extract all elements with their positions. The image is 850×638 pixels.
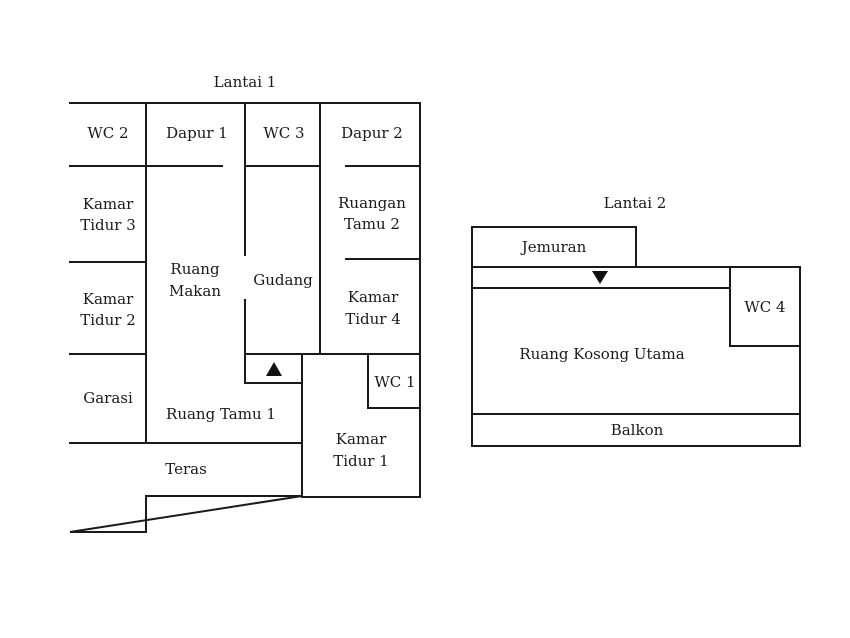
room-gudang: Gudang	[253, 271, 313, 289]
room-wc-2: WC 2	[87, 124, 128, 142]
floor-1-title: Lantai 1	[214, 73, 277, 91]
room-kamar-tidur-1-line2: Tidur 1	[333, 452, 389, 470]
room-kamar-tidur-2-line2: Tidur 2	[80, 311, 136, 329]
room-wc-4: WC 4	[744, 298, 785, 316]
room-kamar-tidur-1-line1: Kamar	[336, 430, 387, 448]
room-kamar-tidur-2-line1: Kamar	[83, 290, 134, 308]
room-jemuran: Jemuran	[520, 238, 587, 256]
room-teras: Teras	[165, 460, 207, 478]
wall	[471, 226, 637, 268]
room-ruangan-tamu-2-line1: Ruangan	[338, 194, 406, 212]
room-ruang-makan-line2: Makan	[169, 282, 221, 300]
room-balkon: Balkon	[611, 421, 664, 439]
room-dapur-1: Dapur 1	[166, 124, 228, 142]
room-dapur-2: Dapur 2	[341, 124, 403, 142]
floor-1-plan: Lantai 1 WC 2 Dapur 1 WC 3	[69, 73, 421, 533]
room-ruangan-tamu-2-line2: Tamu 2	[344, 215, 400, 233]
room-ruang-makan-line1: Ruang	[170, 260, 220, 278]
floor-2-plan: Lantai 2 Jemuran WC 4 Ruang Kosong Utama…	[471, 194, 801, 447]
floor-2-title: Lantai 2	[604, 194, 667, 212]
room-garasi: Garasi	[83, 389, 133, 407]
stair-up-icon	[266, 362, 282, 376]
room-kamar-tidur-3-line2: Tidur 3	[80, 216, 136, 234]
room-ruang-tamu-1: Ruang Tamu 1	[166, 405, 276, 423]
stair-down-icon	[592, 271, 608, 284]
floor-2-outer-wall	[471, 266, 801, 447]
room-wc-3: WC 3	[263, 124, 304, 142]
room-wc-1: WC 1	[374, 373, 415, 391]
room-ruang-kosong-utama: Ruang Kosong Utama	[519, 345, 684, 363]
room-kamar-tidur-4-line2: Tidur 4	[345, 310, 401, 328]
room-kamar-tidur-4-line1: Kamar	[348, 288, 399, 306]
room-kamar-tidur-3-line1: Kamar	[83, 195, 134, 213]
